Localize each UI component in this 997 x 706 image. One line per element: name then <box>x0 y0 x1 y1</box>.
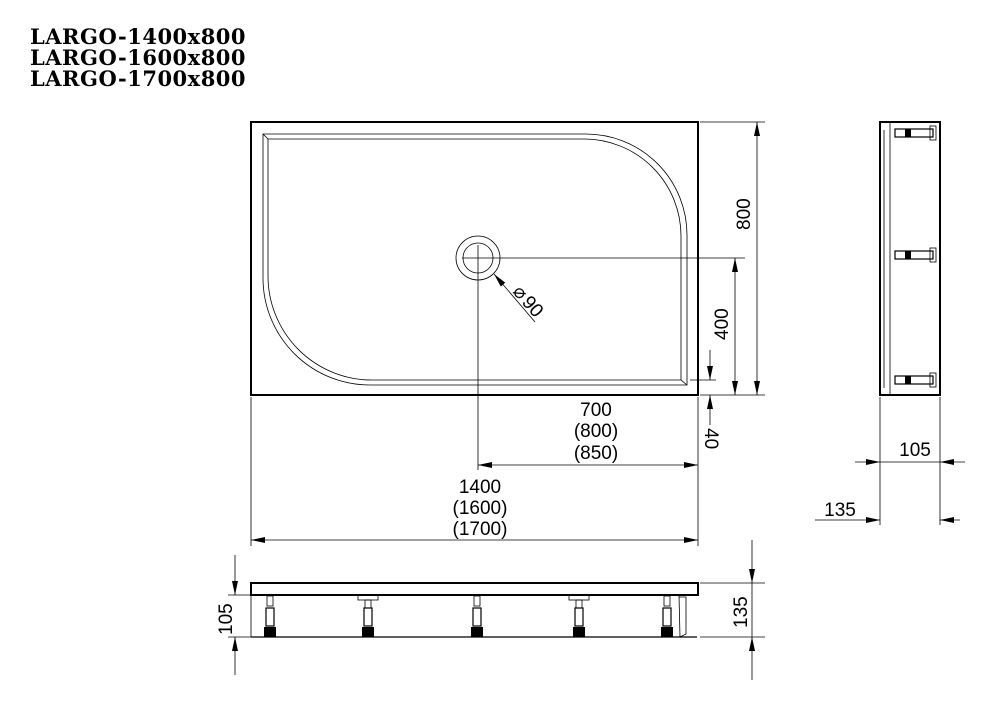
side-105-label: 105 <box>899 440 931 461</box>
front-view: 105 135 <box>216 540 765 680</box>
rim-40-label: 40 <box>700 428 721 449</box>
drain-diameter-label: ⌀ 90 <box>508 282 547 322</box>
drain-offset-400-label: 400 <box>712 308 733 340</box>
height-800-label: 800 <box>734 198 755 230</box>
length-1600-label: (1600) <box>453 498 508 519</box>
side-leg-fittings <box>894 125 937 388</box>
length-1700-label: (1700) <box>453 519 508 540</box>
tray-outline <box>250 121 699 396</box>
drain-x-700-label: 700 <box>580 400 612 421</box>
model-title-1700: LARGO-1700x800 <box>30 66 246 91</box>
drain-x-850-label: (850) <box>574 443 618 464</box>
top-view: ⌀ 90 800 400 40 700 (800) (850) 1400 (16… <box>250 121 765 546</box>
front-135-label: 135 <box>731 596 752 628</box>
side-135-label: 135 <box>824 500 856 521</box>
front-105-label: 105 <box>216 603 237 635</box>
side-view: 105 135 <box>815 121 965 525</box>
model-title-1600: LARGO-1600x800 <box>30 45 246 70</box>
tray-inner-rim-inner <box>267 138 682 381</box>
length-1400-label: 1400 <box>459 477 501 498</box>
front-legs <box>264 594 673 637</box>
model-title-1400: LARGO-1400x800 <box>30 24 246 49</box>
model-titles: LARGO-1400x800 LARGO-1600x800 LARGO-1700… <box>30 24 246 91</box>
tray-inner-rim-outer <box>262 133 688 386</box>
drain-x-800-label: (800) <box>574 421 618 442</box>
